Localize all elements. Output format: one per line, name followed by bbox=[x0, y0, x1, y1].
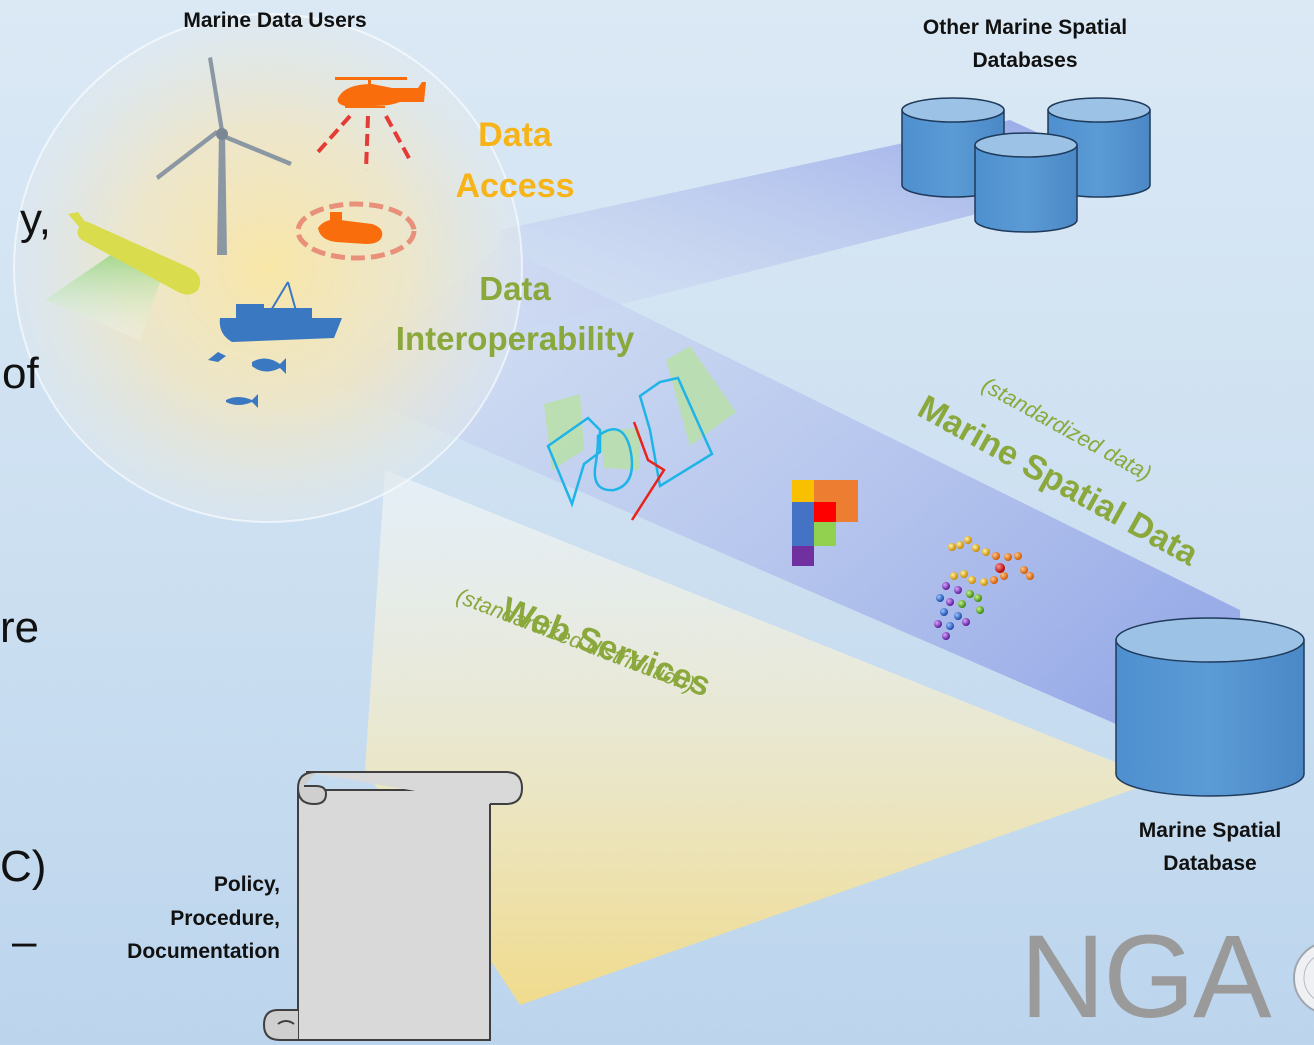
nga-seal-inner bbox=[1303, 956, 1314, 1000]
data-beam bbox=[335, 245, 1245, 780]
ship-icon bbox=[219, 281, 342, 342]
wind-turbine-icon bbox=[156, 57, 292, 255]
other-databases-label: Other Marine Spatial Databases bbox=[922, 16, 1128, 72]
database-icon bbox=[974, 132, 1078, 233]
map-polygons-icon bbox=[544, 346, 736, 521]
helicopter-icon bbox=[335, 77, 426, 108]
signal-lines bbox=[316, 114, 412, 171]
point-cloud-icon bbox=[934, 536, 1034, 640]
marine-data-users-label: Marine Data Users bbox=[183, 9, 367, 32]
detection-ring bbox=[295, 201, 417, 261]
grid-blocks-icon bbox=[792, 480, 858, 566]
edge-fragment-1: y, bbox=[20, 195, 51, 244]
edge-fragment-2: of bbox=[2, 349, 39, 398]
marine-spatial-database-label: Marine Spatial Database bbox=[1138, 819, 1282, 875]
users-glow-circle bbox=[13, 13, 523, 523]
edge-fragment-3: re bbox=[0, 603, 40, 652]
edge-fragment-5: – bbox=[12, 917, 37, 966]
policy-label: Policy, Procedure, Documentation bbox=[127, 873, 280, 964]
data-access-label: Data Access bbox=[455, 116, 575, 205]
scroll-document-icon bbox=[262, 771, 524, 1041]
data-interoperability-label: Data Interoperability bbox=[395, 270, 635, 357]
submarine-icon bbox=[318, 212, 383, 244]
distribution-beam bbox=[365, 470, 1160, 1005]
database-icon bbox=[1115, 617, 1305, 797]
nga-logo: NGA bbox=[1020, 911, 1272, 1043]
fish-icon bbox=[208, 352, 286, 408]
sonar-cone bbox=[45, 250, 160, 340]
edge-fragment-4: C) bbox=[0, 842, 47, 891]
auv-icon bbox=[68, 212, 201, 295]
